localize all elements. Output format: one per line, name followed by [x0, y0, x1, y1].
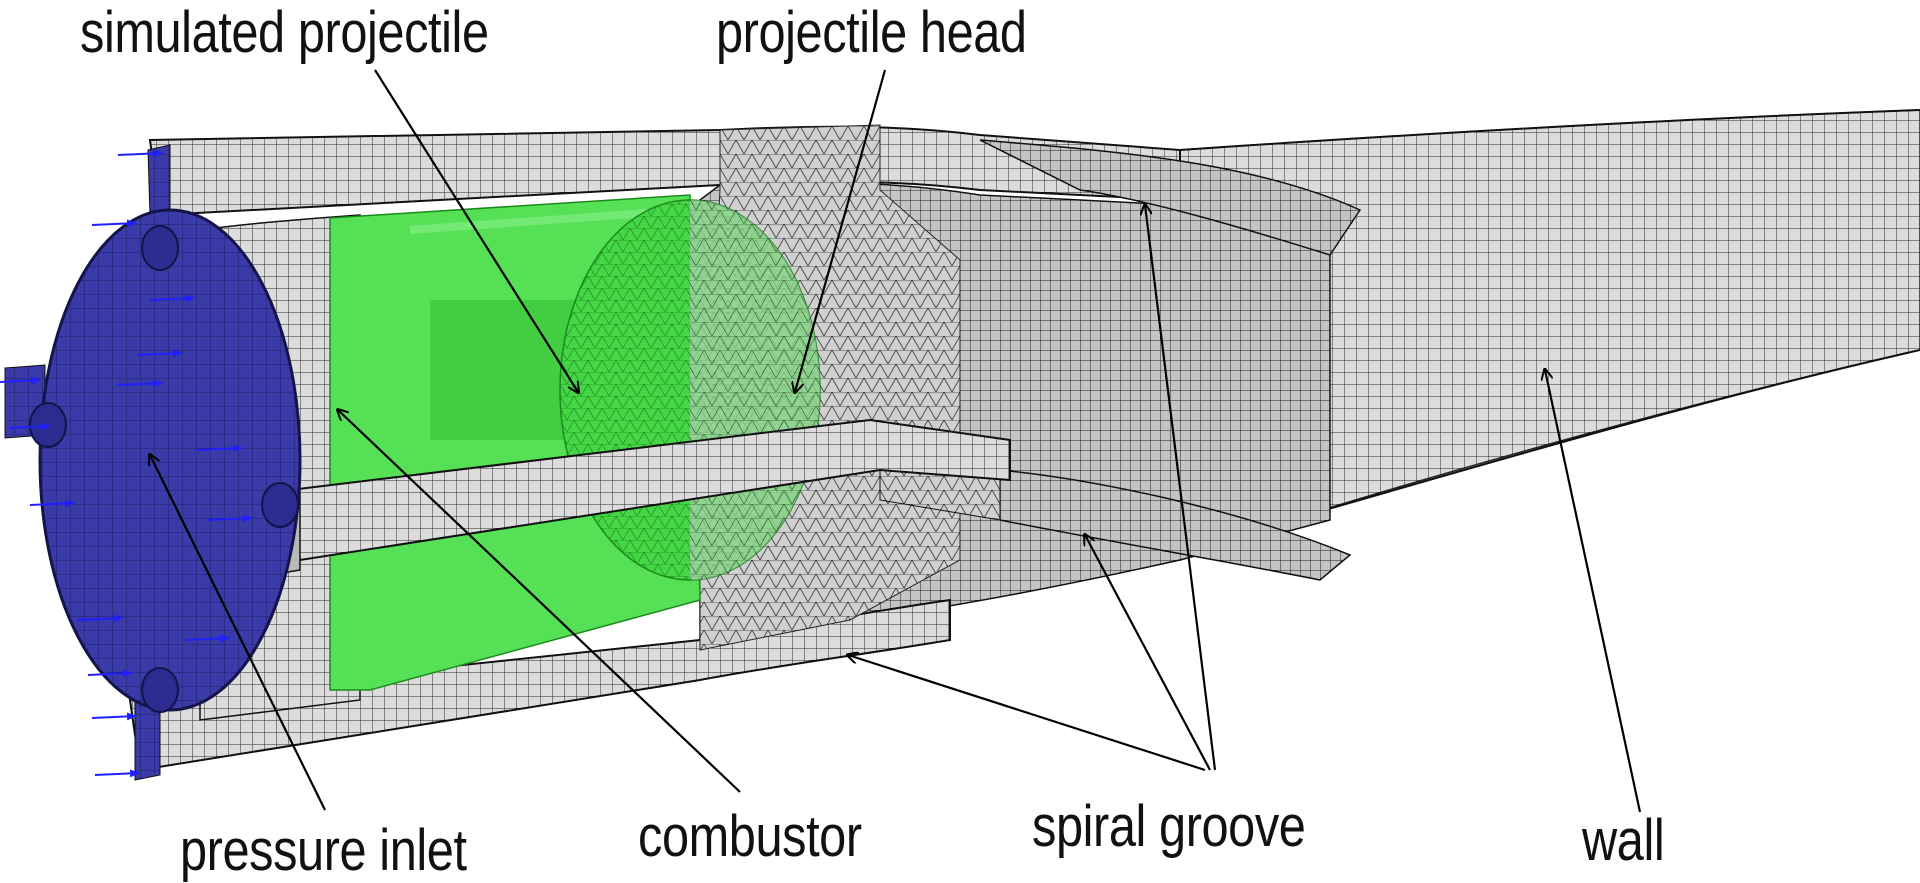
inflow-arrows	[0, 149, 253, 778]
label-pressure-inlet: pressure inlet	[180, 818, 467, 883]
leader-wall	[1545, 370, 1642, 813]
leader-spiral-groove-bottom	[1085, 535, 1211, 771]
label-spiral-groove: spiral groove	[1032, 794, 1306, 859]
label-wall: wall	[1582, 808, 1665, 873]
leader-spiral-groove-top	[1145, 205, 1217, 771]
leader-combustor-shell	[848, 655, 1206, 772]
barrel-wall	[1179, 109, 1920, 562]
label-simulated-projectile: simulated projectile	[80, 0, 489, 65]
pressure-inlet	[4, 144, 302, 781]
leader-combustor	[338, 410, 741, 793]
projectile-head	[559, 199, 821, 581]
leader-projectile-head	[795, 69, 887, 392]
leader-simulated-projectile	[374, 69, 578, 392]
label-projectile-head: projectile head	[716, 0, 1027, 65]
leader-pressure-inlet	[150, 455, 326, 811]
leader-lines	[150, 69, 1642, 813]
label-combustor: combustor	[638, 804, 862, 869]
